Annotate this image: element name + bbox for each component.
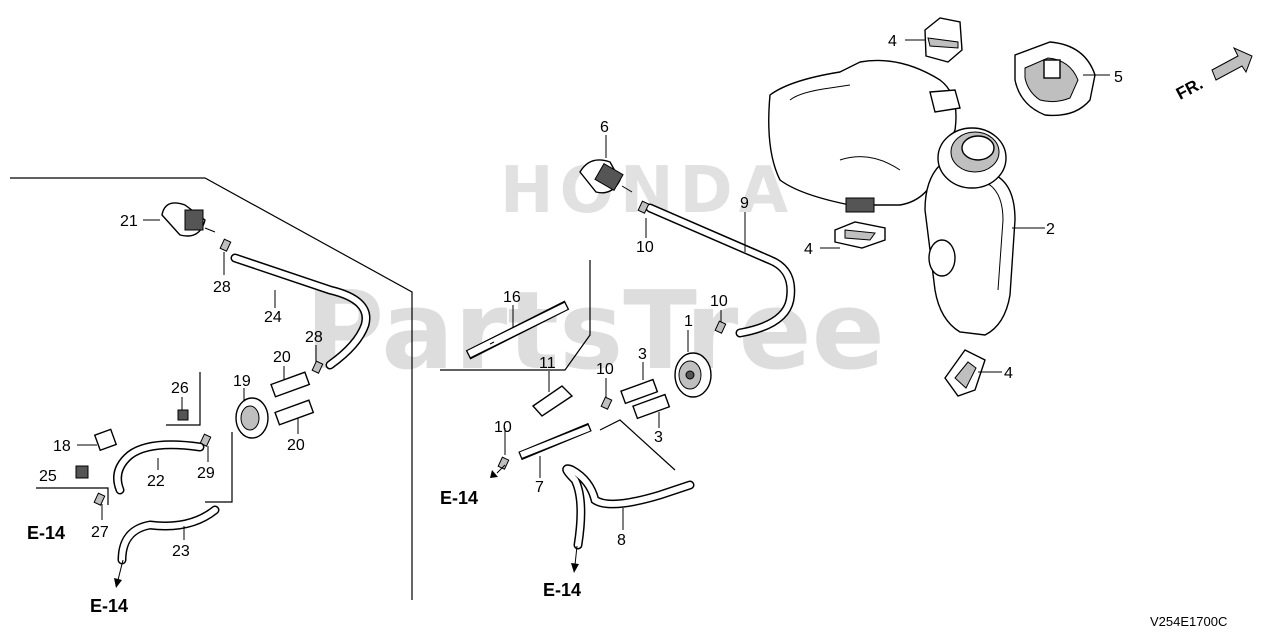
fuel-cap[interactable] <box>1014 41 1096 117</box>
collar-11[interactable] <box>531 385 574 417</box>
joint-3-upper[interactable] <box>620 378 659 405</box>
reference-e14-left[interactable]: E-14 <box>27 523 65 543</box>
callout-18: 18 <box>53 438 71 455</box>
clip-10-b[interactable] <box>714 320 727 334</box>
fuel-hose-24[interactable] <box>230 253 371 370</box>
fuel-valve-1[interactable] <box>674 352 712 398</box>
bracket-26 <box>166 372 201 426</box>
callout-22: 22 <box>147 473 165 490</box>
joint-20-lower[interactable] <box>274 399 315 426</box>
callout-4-top: 4 <box>888 33 897 50</box>
callout-3-lower: 3 <box>654 429 663 446</box>
callout-2: 2 <box>1046 221 1055 238</box>
callout-25: 25 <box>39 468 57 485</box>
callout-19: 19 <box>233 373 251 390</box>
tube-16[interactable] <box>465 300 570 360</box>
callout-1: 1 <box>684 313 693 330</box>
callout-9: 9 <box>740 195 749 212</box>
bracket-25 <box>36 487 109 505</box>
callout-10-b: 10 <box>710 293 728 310</box>
fuel-hose-23[interactable] <box>117 505 220 565</box>
fuel-hose-8[interactable] <box>562 464 695 550</box>
clip-10-d[interactable] <box>497 456 510 470</box>
leader-lines <box>77 39 1110 540</box>
grommet-middle[interactable] <box>834 221 886 249</box>
callout-24: 24 <box>264 309 282 326</box>
arrow-e14-bottom <box>571 545 579 573</box>
clip-28-b[interactable] <box>311 360 324 374</box>
fuel-valve-19[interactable] <box>235 397 269 439</box>
callout-8: 8 <box>617 532 626 549</box>
callout-4-lower: 4 <box>1004 365 1013 382</box>
reference-e14-bottom[interactable]: E-14 <box>543 580 581 600</box>
reference-e14-lower-left[interactable]: E-14 <box>90 596 128 616</box>
clip-26[interactable] <box>177 409 189 421</box>
callout-29: 29 <box>197 465 215 482</box>
joint-20-upper[interactable] <box>270 371 311 398</box>
arrow-e14-left <box>114 559 124 588</box>
watermark-honda: HONDA <box>500 154 794 228</box>
fr-arrow-icon <box>1211 46 1253 81</box>
callout-20-lower: 20 <box>287 437 305 454</box>
callout-7: 7 <box>535 479 544 496</box>
bracket-19 <box>205 432 233 503</box>
callout-10-d: 10 <box>494 419 512 436</box>
bracket-8 <box>599 419 676 471</box>
arrow-e14-center <box>490 464 506 478</box>
group-frame-left <box>10 177 413 600</box>
fuel-filter-6[interactable] <box>579 159 633 194</box>
callout-4-middle: 4 <box>804 241 813 258</box>
watermark-partstree: PartsTree <box>305 269 885 394</box>
clip-25[interactable] <box>75 465 89 479</box>
clip-28-a[interactable] <box>219 238 232 252</box>
callout-26: 26 <box>171 380 189 397</box>
callout-10-a: 10 <box>636 239 654 256</box>
callout-3-upper: 3 <box>638 346 647 363</box>
group-frame-center <box>440 260 591 371</box>
callout-10-c: 10 <box>596 361 614 378</box>
fuel-tank[interactable] <box>768 59 1016 336</box>
fr-label: FR. <box>1173 74 1206 104</box>
direction-indicator: FR. <box>1173 46 1253 104</box>
callout-27: 27 <box>91 524 109 541</box>
callout-20-upper: 20 <box>273 349 291 366</box>
callout-16: 16 <box>503 289 521 306</box>
reference-e14-center[interactable]: E-14 <box>440 488 478 508</box>
clip-10-c[interactable] <box>600 396 613 410</box>
joint-3-lower[interactable] <box>632 393 671 420</box>
grommet-top[interactable] <box>924 17 963 63</box>
diagram-code: V254E1700C <box>1150 614 1227 629</box>
pipe-7[interactable] <box>518 422 592 461</box>
grommet-lower[interactable] <box>944 349 986 397</box>
callout-28-b: 28 <box>305 329 323 346</box>
fuel-hose-22[interactable] <box>113 440 205 495</box>
callout-labels: 4 5 2 4 4 6 10 9 10 1 16 11 10 3 3 10 7 … <box>39 33 1123 560</box>
callout-23: 23 <box>172 543 190 560</box>
cap-18[interactable] <box>93 428 118 452</box>
callout-5: 5 <box>1114 69 1123 86</box>
callout-11: 11 <box>539 355 556 372</box>
callout-6: 6 <box>600 119 609 136</box>
fuel-filter-21[interactable] <box>161 202 216 237</box>
callout-21: 21 <box>120 213 138 230</box>
callout-28-a: 28 <box>213 279 231 296</box>
clip-27[interactable] <box>93 492 106 506</box>
fuel-hose-9[interactable] <box>645 203 796 338</box>
clip-10-a[interactable] <box>637 200 650 214</box>
